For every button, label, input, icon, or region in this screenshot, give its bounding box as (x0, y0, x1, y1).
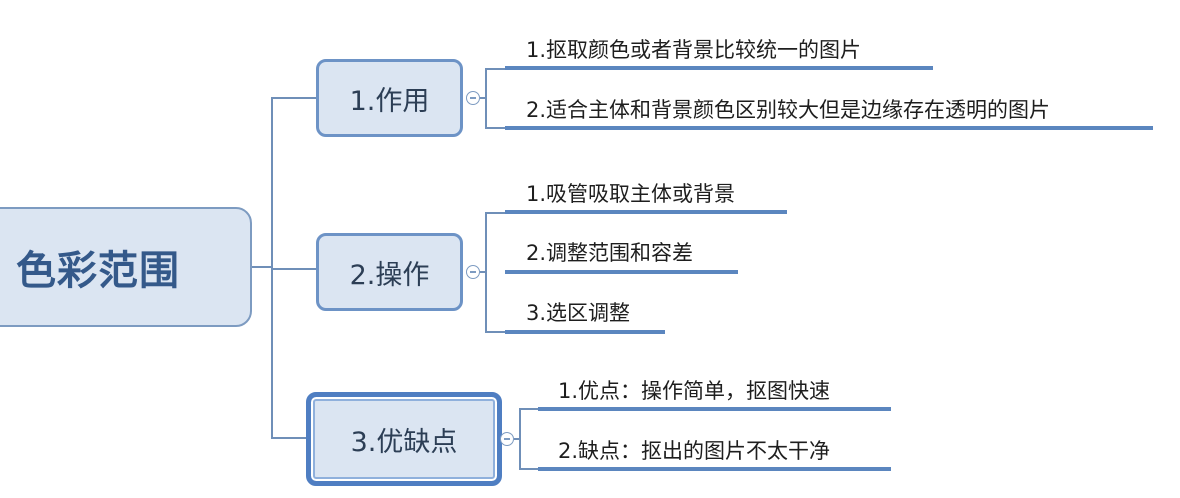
collapse-icon[interactable] (466, 91, 480, 105)
subtopic-bracket (485, 212, 505, 214)
subtopic-underline (505, 210, 787, 214)
subtopic-bracket (519, 408, 539, 410)
subtopic-bracket (480, 97, 486, 99)
branch-topic-label: 2.操作 (349, 259, 430, 291)
subtopic-item[interactable]: 1.吸管吸取主体或背景 (526, 182, 736, 206)
root-topic[interactable]: 色彩范围 (0, 207, 252, 327)
subtopic-bracket (485, 212, 487, 333)
subtopic-item[interactable]: 2.缺点：抠出的图片不太干净 (558, 439, 831, 463)
subtopic-bracket (485, 68, 487, 129)
subtopic-bracket (485, 331, 505, 333)
collapse-icon[interactable] (500, 432, 514, 446)
subtopic-underline (505, 330, 665, 334)
connector-branch-2 (271, 268, 317, 270)
branch-topic-label: 3.优缺点 (350, 426, 458, 458)
subtopic-bracket (485, 127, 505, 129)
subtopic-item[interactable]: 2.调整范围和容差 (526, 241, 694, 265)
subtopic-bracket (485, 68, 505, 70)
trunk-connector (271, 97, 273, 438)
branch-topic-purpose[interactable]: 1.作用 (316, 59, 463, 137)
subtopic-underline (538, 467, 891, 471)
subtopic-bracket (519, 408, 521, 470)
branch-topic-label: 1.作用 (349, 85, 430, 117)
branch-topic-pros-cons[interactable]: 3.优缺点 (306, 392, 502, 486)
subtopic-item[interactable]: 3.选区调整 (526, 301, 631, 325)
subtopic-underline (505, 270, 738, 274)
subtopic-underline (505, 66, 933, 70)
root-topic-label: 色彩范围 (16, 248, 180, 294)
subtopic-bracket (514, 438, 520, 440)
subtopic-item[interactable]: 1.优点：操作简单，抠图快速 (558, 379, 831, 403)
subtopic-item[interactable]: 2.适合主体和背景颜色区别较大但是边缘存在透明的图片 (526, 98, 1051, 122)
subtopic-bracket (480, 271, 486, 273)
subtopic-item[interactable]: 1.抠取颜色或者背景比较统一的图片 (526, 38, 862, 62)
branch-topic-operation[interactable]: 2.操作 (316, 233, 463, 311)
subtopic-underline (505, 126, 1153, 130)
collapse-icon[interactable] (466, 265, 480, 279)
root-connector (252, 266, 272, 268)
connector-branch-3 (271, 437, 311, 439)
connector-branch-1 (271, 97, 317, 99)
subtopic-underline (538, 407, 891, 411)
subtopic-bracket (519, 468, 539, 470)
